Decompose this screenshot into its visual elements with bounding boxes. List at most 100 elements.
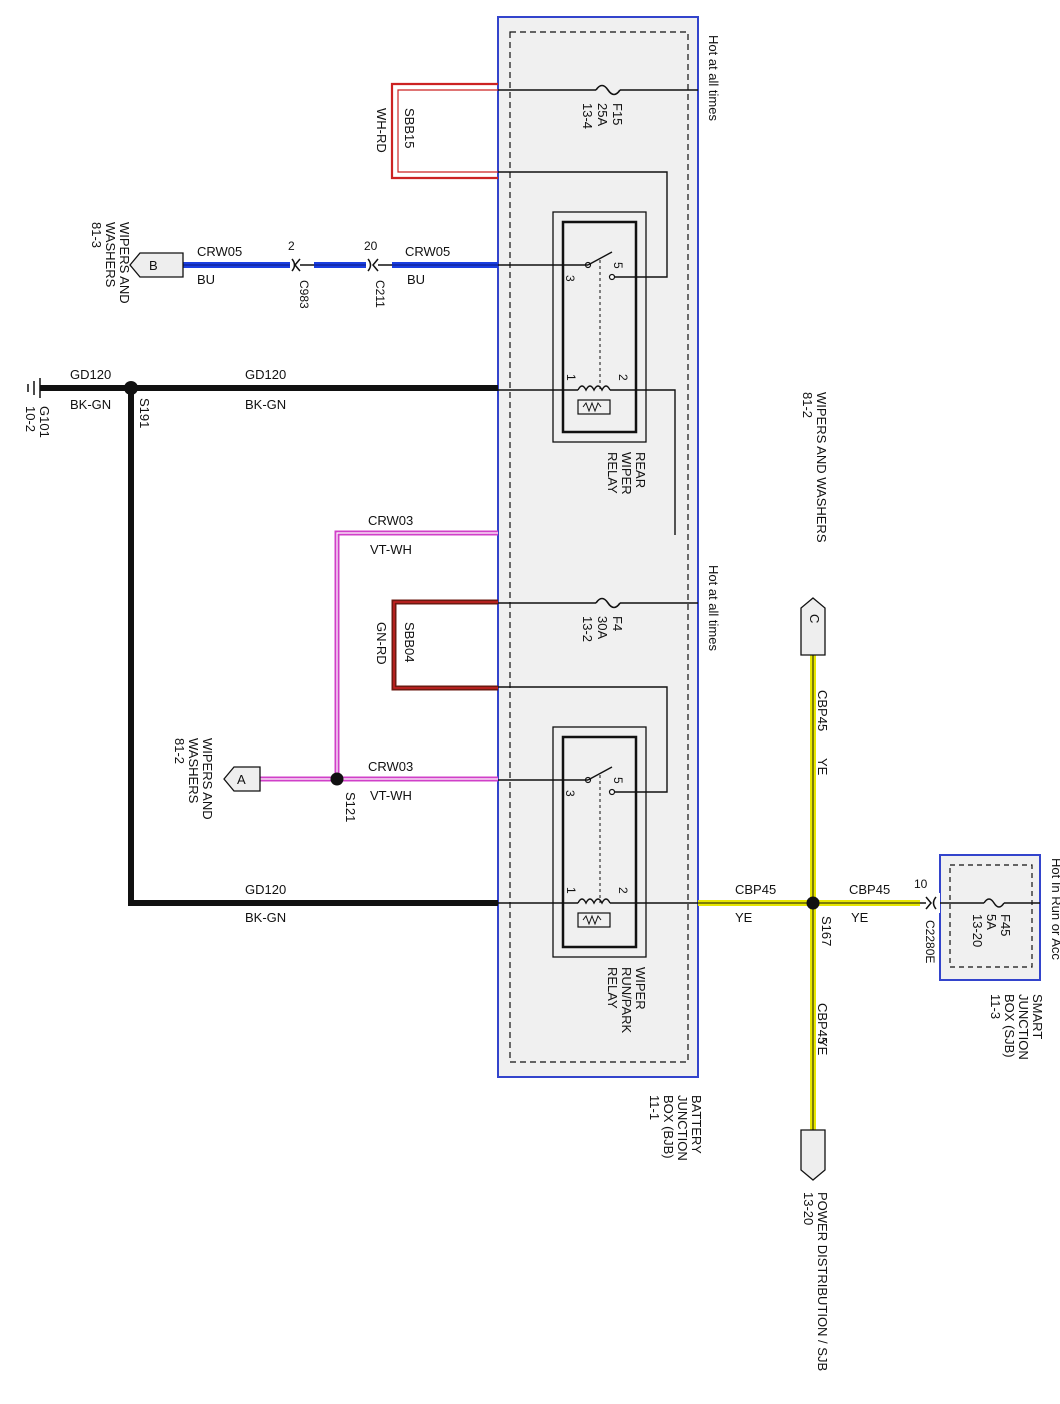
splice-s167-label: S167: [819, 916, 834, 946]
sjb-title-2: JUNCTION: [1016, 994, 1031, 1060]
rear-relay-pin1: 1: [564, 374, 578, 381]
ref-c-text-1: WIPERS AND WASHERS: [814, 392, 829, 543]
rear-relay-switch: [587, 251, 613, 266]
rear-relay-pin5: 5: [611, 262, 625, 269]
run-relay-outer: [552, 726, 647, 958]
ref-b-letter: B: [149, 258, 158, 273]
ref-a-connector[interactable]: [223, 766, 261, 792]
ref-power-distribution-connector[interactable]: [800, 1129, 826, 1181]
bjb-title-4: 11-1: [647, 1095, 662, 1120]
fuse-f4-name: F4: [610, 616, 625, 631]
c211-pin: 20: [364, 239, 378, 253]
ref-a-text-1: WIPERS AND: [200, 738, 215, 820]
fuse-f15-symbol: [595, 84, 621, 96]
bjb-box: [497, 16, 699, 1078]
cbp45-right-label: CBP45: [849, 882, 890, 897]
rear-relay-pin2: 2: [616, 374, 630, 381]
bjb-inner-dashed: [509, 31, 689, 1063]
ref-pd-text-1: POWER DISTRIBUTION / SJB: [815, 1192, 830, 1371]
splice-s191: [124, 381, 138, 395]
bjb-title-3: BOX (BJB): [661, 1095, 676, 1159]
ref-c-text-2: 81-2: [800, 392, 815, 418]
bjb-hot-top-label: Hot at all times: [706, 35, 721, 121]
gd120-left-label: GD120: [70, 367, 111, 382]
cbp45-bottom-color: YE: [815, 1038, 830, 1056]
fuse-f45-name: F45: [998, 914, 1013, 936]
cbp45-top-color: YE: [815, 758, 830, 776]
gd120-bottom-label: GD120: [245, 882, 286, 897]
wire-sbb04-color: GN-RD: [374, 622, 389, 665]
fuse-f4-rating: 30A: [595, 616, 610, 639]
run-relay-pin1: 1: [564, 887, 578, 894]
ref-b-text-2: WASHERS: [103, 222, 118, 288]
ref-a-letter: A: [237, 772, 246, 787]
rear-relay-label-3: RELAY: [605, 452, 620, 494]
cbp45-bottom-label: CBP45: [815, 1003, 830, 1044]
run-relay-switch: [587, 766, 613, 781]
ref-b-text-1: WIPERS AND: [117, 222, 132, 304]
run-relay-label-2: RUN/PARK: [619, 967, 634, 1034]
ref-c-letter: C: [807, 614, 822, 623]
wire-sbb15: [390, 82, 498, 180]
gd120-bottom-color: BK-GN: [245, 910, 286, 925]
sjb-title-4: 11-3: [988, 994, 1003, 1019]
ref-c-connector[interactable]: [800, 597, 826, 656]
fuse-f4-ref: 13-2: [580, 616, 595, 642]
c983-label: C983: [297, 280, 311, 309]
splice-s121: [330, 772, 344, 786]
crw03-bottom-color: VT-WH: [370, 788, 412, 803]
sjb-title-3: BOX (SJB): [1002, 994, 1017, 1058]
fuse-f15-ref: 13-4: [580, 103, 595, 129]
c211-label: C211: [373, 280, 387, 308]
rear-relay-inner: [561, 220, 638, 434]
run-relay-pin3: 3: [563, 790, 577, 797]
cbp45-left-color: YE: [735, 910, 753, 925]
run-relay-coil: [577, 898, 611, 905]
crw03-top-label: CRW03: [368, 513, 413, 528]
wire-sbb04-label: SBB04: [402, 622, 417, 662]
ground-ref: 10-2: [23, 406, 38, 432]
wire-sbb15-color: WH-RD: [374, 108, 389, 153]
gd120-top-color: BK-GN: [245, 397, 286, 412]
crw05-right-color: BU: [407, 272, 425, 287]
splice-s191-label: S191: [137, 398, 152, 428]
sjb-title-1: SMART: [1030, 994, 1045, 1039]
cbp45-top-label: CBP45: [815, 690, 830, 731]
ground-name: G101: [37, 406, 52, 438]
fuse-f15-name: F15: [610, 103, 625, 125]
splice-s167: [806, 896, 820, 910]
ground-icon: [27, 378, 41, 398]
gd120-top-label: GD120: [245, 367, 286, 382]
ref-pd-text-2: 13-20: [801, 1192, 816, 1225]
rear-relay-pin3: 3: [563, 275, 577, 282]
c2280e-label: C2280E: [923, 920, 937, 963]
run-relay-pin5: 5: [611, 777, 625, 784]
crw03-bottom-label: CRW03: [368, 759, 413, 774]
cbp45-right-color: YE: [851, 910, 869, 925]
run-relay-pin2: 2: [616, 887, 630, 894]
crw05-left-color: BU: [197, 272, 215, 287]
ref-b-connector[interactable]: [129, 252, 184, 278]
ref-a-text-2: WASHERS: [186, 738, 201, 804]
rear-relay-label-1: REAR: [633, 452, 648, 488]
sjb-hot-label: Hot In Run or Acc: [1049, 858, 1060, 960]
rear-relay-label-2: WIPER: [619, 452, 634, 495]
sjb-inner-dashed: [949, 864, 1033, 968]
wire-gd120-bottom: [128, 388, 498, 906]
crw05-right-label: CRW05: [405, 244, 450, 259]
bjb-title-2: JUNCTION: [675, 1095, 690, 1161]
gd120-left-color: BK-GN: [70, 397, 111, 412]
rear-relay-coil: [577, 385, 611, 392]
fuse-f4-symbol: [595, 597, 621, 609]
fuse-f15-rating: 25A: [595, 103, 610, 126]
fuse-f45-rating: 5A: [984, 914, 999, 930]
run-relay-label-1: WIPER: [633, 967, 648, 1010]
run-relay-label-3: RELAY: [605, 967, 620, 1009]
ref-a-text-3: 81-2: [172, 738, 187, 764]
c983-pin: 2: [288, 239, 295, 253]
splice-s121-label: S121: [343, 792, 358, 822]
crw03-top-color: VT-WH: [370, 542, 412, 557]
wire-sbb15-label: SBB15: [402, 108, 417, 148]
sjb-box: [939, 854, 1041, 981]
